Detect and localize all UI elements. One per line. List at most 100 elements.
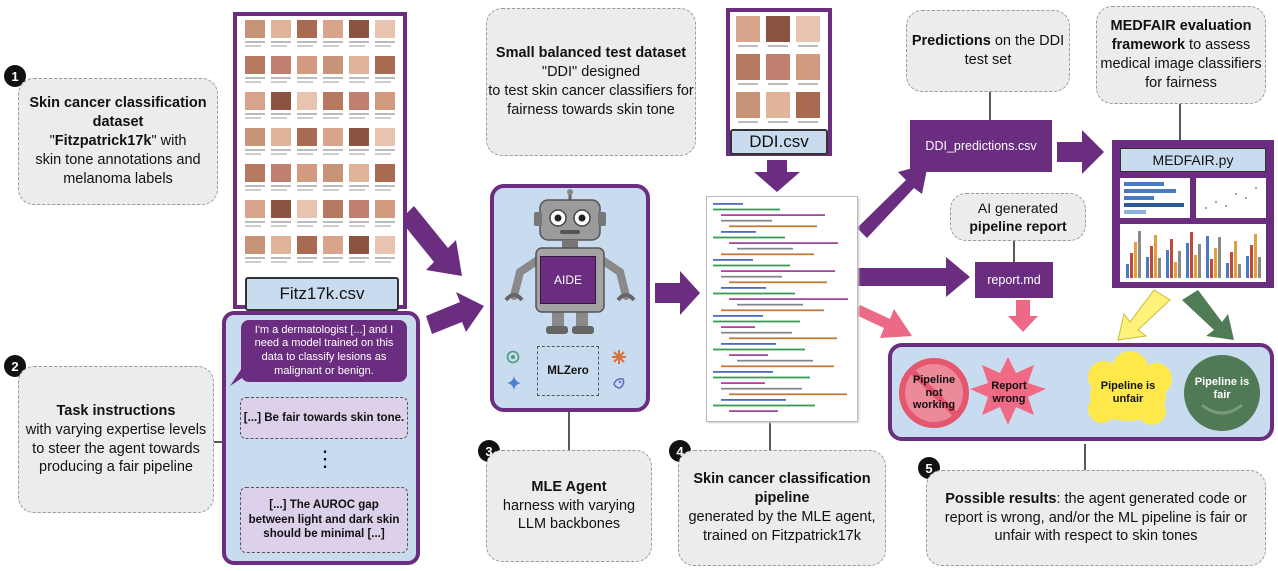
fitz-caption-line (375, 149, 395, 151)
code-line (713, 208, 780, 211)
fitz-thumbnail (323, 128, 343, 146)
fitz-caption-line (297, 189, 313, 191)
ddi-thumbnail (766, 92, 790, 118)
medfair-bar (1198, 244, 1201, 278)
fitz-caption-line (245, 77, 265, 79)
code-line (721, 382, 765, 384)
results-description: Possible results: the agent generated co… (944, 490, 1248, 545)
fitz-caption-line (297, 117, 313, 119)
fitz17k-file-label: Fitz17k.csv (245, 277, 399, 311)
fitz-caption-line (297, 153, 313, 155)
code-line (721, 365, 834, 368)
pipeline-fair-smiley (1184, 355, 1260, 431)
code-line (713, 404, 815, 407)
step-1-badge: 1 (4, 65, 26, 87)
fitz-thumbnail (349, 56, 369, 74)
fitz-caption-line (245, 257, 265, 259)
fitz-thumbnail (375, 200, 395, 218)
medfair-grouped-bar-mini (1126, 231, 1261, 278)
fitz-caption-line (297, 81, 313, 83)
medfair-text: MEDFAIR evaluation framework to assess m… (1100, 18, 1262, 91)
ddi-thumbnail (796, 54, 820, 80)
ddi-caption-line (798, 83, 818, 85)
pipeline-description-box: Skin cancer classification pipeline gene… (678, 450, 886, 566)
fitz-caption-line (245, 81, 261, 83)
report-description-box: AI generated pipeline report (950, 193, 1086, 241)
medfair-description-box: MEDFAIR evaluation framework to assess m… (1096, 6, 1266, 104)
predictions-description-box: Predictions on the DDI test set (906, 10, 1070, 92)
results-description-box: Possible results: the agent generated co… (926, 470, 1266, 566)
fitz-caption-line (323, 225, 339, 227)
predictions-text: Predictions on the DDI test set (911, 33, 1065, 68)
fitz-thumbnail (297, 92, 317, 110)
instruction-level-fair-tone: [...] Be fair towards skin tone. (240, 397, 408, 439)
fitz-thumbnail (349, 200, 369, 218)
fitz-thumbnail (297, 236, 317, 254)
code-line (721, 343, 776, 345)
fitz-caption-line (271, 113, 291, 115)
fitz-caption-line (271, 261, 287, 263)
report-pre: AI generated (977, 199, 1059, 216)
pipeline-code-lines (713, 203, 848, 412)
fitz-thumbnail (323, 92, 343, 110)
fitz-caption-line (245, 117, 261, 119)
medfair-bar (1206, 236, 1209, 278)
medfair-bar (1174, 262, 1177, 278)
arrow-pipeline-to-report (857, 257, 970, 297)
code-line (721, 270, 835, 272)
code-line (721, 253, 814, 256)
fitz-thumbnail (375, 92, 395, 110)
fitz-caption-line (271, 225, 287, 227)
pipeline-title: Skin cancer classification pipeline (693, 471, 871, 507)
report-wrong-star (970, 357, 1046, 425)
arrow-predictions-to-medfair (1057, 130, 1104, 174)
code-line (713, 236, 785, 239)
fitz-caption-line (245, 225, 261, 227)
arrow-ddi-to-pipeline (754, 160, 800, 192)
fitz-caption-line (245, 221, 265, 223)
fitz-thumbnail (323, 164, 343, 182)
code-line (721, 231, 756, 233)
fitz-thumbnail (323, 200, 343, 218)
fitz-caption-line (271, 189, 287, 191)
fitz-thumbnail (245, 200, 265, 218)
code-line (713, 292, 795, 295)
medfair-bar (1238, 264, 1241, 278)
medfair-file-label: MEDFAIR.py (1120, 148, 1266, 172)
fitz-caption-line (297, 149, 317, 151)
fitz-caption-line (375, 81, 391, 83)
fitz-caption-line (375, 45, 391, 47)
medfair-chart-3 (1120, 224, 1266, 282)
code-line (729, 225, 817, 228)
medfair-bar (1134, 242, 1137, 278)
fitz-caption-line (297, 257, 317, 259)
fitz-caption-line (245, 113, 265, 115)
dataset-description-box: Skin cancer classification dataset "Fitz… (18, 78, 218, 205)
fitz-caption-line (271, 41, 291, 43)
arrow-pipeline-to-results (854, 305, 912, 338)
fitz-caption-line (375, 41, 395, 43)
result-unfair-label: Pipeline is unfair (1100, 380, 1156, 405)
fitz-caption-line (245, 185, 265, 187)
fitz17k-dataset-document (233, 12, 407, 309)
fitz-caption-line (323, 113, 343, 115)
medfair-bar (1146, 257, 1149, 278)
fitz-thumbnail (349, 20, 369, 38)
ddi-predictions-file: DDI_predictions.csv (910, 120, 1052, 172)
fitz-thumbnail (245, 236, 265, 254)
fitz-caption-line (271, 221, 291, 223)
medfair-bar (1218, 237, 1221, 278)
fitz-caption-line (271, 153, 287, 155)
code-line (721, 399, 786, 401)
fitz-caption-line (375, 257, 395, 259)
arrow-instructions-to-agent (426, 292, 484, 334)
fitz-caption-line (271, 77, 291, 79)
fitz-thumbnail (349, 128, 369, 146)
medfair-bar (1178, 251, 1181, 278)
medfair-bar (1246, 256, 1249, 278)
fitz-thumbnail (323, 56, 343, 74)
fitz-caption-line (349, 41, 369, 43)
fitz-caption-line (245, 149, 265, 151)
fitz-caption-line (245, 45, 261, 47)
